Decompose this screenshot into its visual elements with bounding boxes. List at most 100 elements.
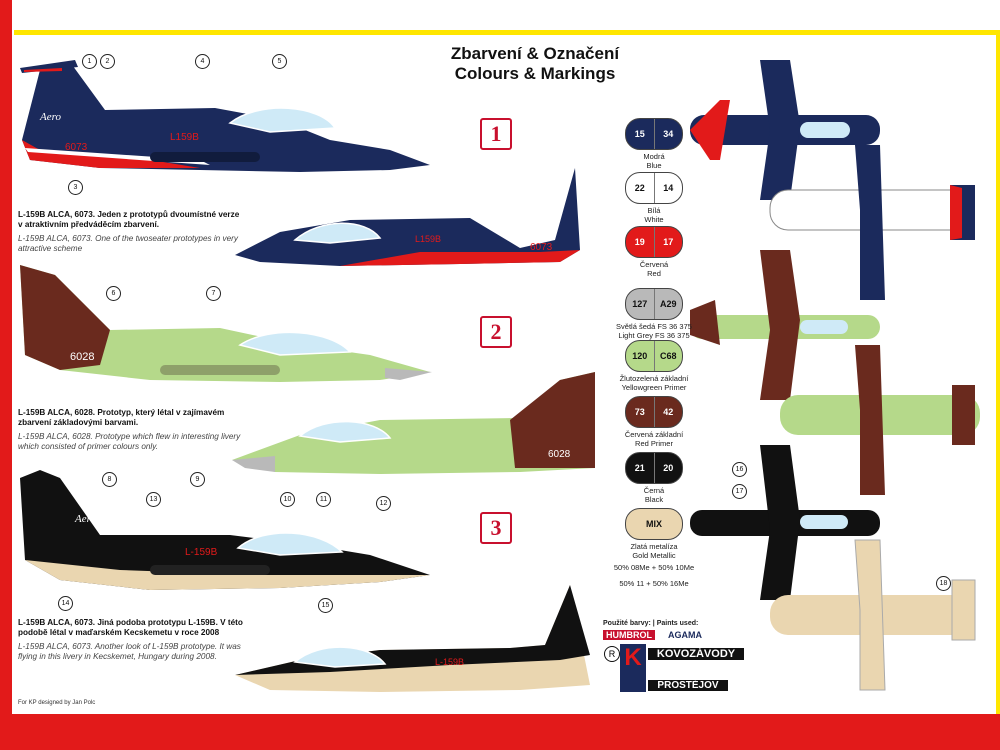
bottom-red-border xyxy=(0,714,1000,750)
aero-logo-1a: Aero xyxy=(39,111,61,123)
callout-marker: 13 xyxy=(146,492,161,507)
mix-recipe-1: 50% 08Me + 50% 10Me xyxy=(613,563,695,572)
scheme2-serial-b: 6028 xyxy=(548,449,571,460)
swatch-code-left: 19 xyxy=(634,237,645,247)
swatch-code-left: MIX xyxy=(645,519,662,529)
scheme1-desc-en: L-159B ALCA, 6073. One of the twoseater … xyxy=(18,234,238,253)
mix-recipe-2: 50% 11 + 50% 16Me xyxy=(619,579,689,588)
swatch-code-right: C68 xyxy=(659,351,677,361)
callout-marker: 1 xyxy=(82,54,97,69)
swatch-code-left: 21 xyxy=(634,463,645,473)
swatch-code-left: 73 xyxy=(634,407,645,417)
swatch-name-cz: Světlá šedá FS 36 375 xyxy=(616,322,692,331)
scheme2-top-view xyxy=(690,250,880,400)
left-red-border xyxy=(0,0,12,750)
callout-marker: 7 xyxy=(206,286,221,301)
callout-marker: 4 xyxy=(195,54,210,69)
scheme2-serial-a: 6028 xyxy=(70,351,94,363)
top-border xyxy=(0,0,1000,35)
sheet-title: Zbarvení & Označení Colours & Markings xyxy=(420,44,650,84)
scheme2-desc-cz: L-159B ALCA, 6028. Prototyp, který létal… xyxy=(18,408,225,427)
callout-marker: 17 xyxy=(732,484,747,499)
swatch-red-primer: 73 42 Červená základní Red Primer xyxy=(604,396,704,448)
swatch-code-right: 20 xyxy=(663,463,674,473)
scheme3-desc-cz: L-159B ALCA, 6073. Jiná podoba prototypu… xyxy=(18,618,243,637)
scheme2-description: L-159B ALCA, 6028. Prototyp, který létal… xyxy=(18,408,243,452)
callout-marker: 12 xyxy=(376,496,391,511)
scheme-number-3: 3 xyxy=(480,512,512,544)
scheme2-desc-en: L-159B ALCA, 6028. Prototype which flew … xyxy=(18,432,241,451)
callout-marker: 16 xyxy=(732,462,747,477)
scheme1-desc-cz: L-159B ALCA, 6073. Jeden z prototypů dvo… xyxy=(18,210,240,229)
registered-mark: R xyxy=(604,646,620,662)
scheme1-side-view-a: L159B 6073 Aero xyxy=(20,60,430,172)
swatch-name-en: Red Primer xyxy=(635,439,673,448)
swatch-yellowgreen-primer: 120 C68 Žlutozelená základní Yellowgreen … xyxy=(604,340,704,392)
scheme3-side-view-a: L-159B Aero xyxy=(20,470,430,590)
swatch-name-cz: Červená základní xyxy=(624,430,684,439)
scheme2-side-view-a: 6028 xyxy=(20,265,432,382)
swatch-code-right: 14 xyxy=(663,183,674,193)
humbrol-brand: HUMBROL xyxy=(603,630,655,640)
aero-logo-1b: Aero xyxy=(527,209,549,221)
swatch-code-right: 42 xyxy=(663,407,674,417)
swatch-name-en: Gold Metallic xyxy=(632,551,676,560)
swatch-name-cz: Zlatá metalíza xyxy=(630,542,678,551)
swatch-name-en: Blue xyxy=(646,161,662,170)
swatch-code-left: 15 xyxy=(634,129,645,139)
swatch-code-left: 120 xyxy=(632,351,648,361)
callout-marker: 6 xyxy=(106,286,121,301)
swatch-code-left: 22 xyxy=(634,183,645,193)
callout-marker: 15 xyxy=(318,598,333,613)
callout-marker: 3 xyxy=(68,180,83,195)
scheme3-side-text-b: L-159B xyxy=(435,657,464,667)
scheme1-side-text-b: L159B xyxy=(415,234,441,244)
right-yellow-border xyxy=(996,34,1000,724)
swatch-code-right: 34 xyxy=(663,129,674,139)
scheme1-top-view xyxy=(690,60,880,200)
kovozavody-line1: KOVOZÁVODY xyxy=(648,648,744,660)
callout-marker: 2 xyxy=(100,54,115,69)
swatch-name-en: Yellowgreen Primer xyxy=(621,383,687,392)
aero-logo-3a: Aero xyxy=(74,513,96,525)
callout-marker: 10 xyxy=(280,492,295,507)
kovozavody-k-mark: K xyxy=(624,644,642,671)
scheme-number-2: 2 xyxy=(480,316,512,348)
kovozavody-shield-logo: K xyxy=(620,644,646,692)
callout-marker: 18 xyxy=(936,576,951,591)
yellow-stripe xyxy=(14,30,1000,35)
swatch-name-cz: Černá xyxy=(643,486,665,495)
callout-marker: 9 xyxy=(190,472,205,487)
title-cz: Zbarvení & Označení xyxy=(450,44,620,63)
callout-marker: 8 xyxy=(102,472,117,487)
scheme-number-1: 1 xyxy=(480,118,512,150)
scheme1-description: L-159B ALCA, 6073. Jeden z prototypů dvo… xyxy=(18,210,243,254)
scheme3-top-view xyxy=(690,445,880,600)
swatch-name-cz: Červená xyxy=(639,260,669,269)
scheme1-serial-b: 6073 xyxy=(530,242,553,253)
designer-credit: For KP designed by Jan Polc xyxy=(18,700,96,706)
scheme1-side-text-a: L159B xyxy=(170,132,199,143)
swatch-name-en: Red xyxy=(647,269,661,278)
swatch-blue: 15 34 Modrá Blue xyxy=(604,118,704,170)
scheme1-side-view-b: L159B 6073 Aero xyxy=(235,168,580,266)
scheme1-serial-a: 6073 xyxy=(65,142,88,153)
swatch-name-cz: Modrá xyxy=(643,152,665,161)
agama-brand: AGAMA xyxy=(668,630,702,640)
scheme2-side-view-b: 6028 xyxy=(232,372,595,474)
swatch-code-right: A29 xyxy=(659,299,677,309)
swatch-code-right: 17 xyxy=(663,237,674,247)
title-en: Colours & Markings xyxy=(454,64,616,83)
swatch-name-cz: Žlutozelená základní xyxy=(619,374,689,383)
swatch-name-en: Black xyxy=(644,495,664,504)
callout-marker: 11 xyxy=(316,492,331,507)
swatch-gold-metallic: MIX Zlatá metalíza Gold Metallic xyxy=(604,508,704,560)
callout-marker: 5 xyxy=(272,54,287,69)
scheme2-bottom-view xyxy=(780,345,980,495)
swatch-name-cz: Bílá xyxy=(647,206,661,215)
scheme3-side-view-b: L-159B Aero xyxy=(235,585,590,692)
